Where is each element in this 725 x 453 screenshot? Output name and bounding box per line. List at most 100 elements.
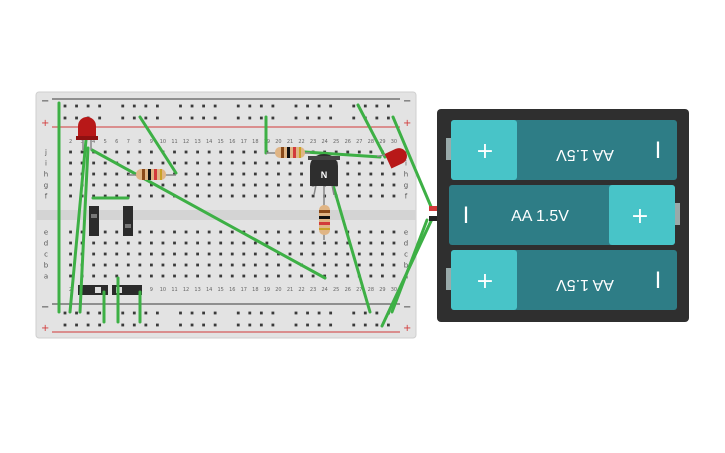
terminal-hole[interactable] xyxy=(381,183,384,187)
terminal-hole[interactable] xyxy=(300,274,303,278)
rail-hole[interactable] xyxy=(179,116,182,120)
terminal-hole[interactable] xyxy=(184,274,188,278)
terminal-hole[interactable] xyxy=(126,183,130,187)
terminal-hole[interactable] xyxy=(381,194,384,198)
terminal-hole[interactable] xyxy=(369,274,373,278)
terminal-hole[interactable] xyxy=(253,161,257,165)
terminal-hole[interactable] xyxy=(207,230,211,234)
terminal-hole[interactable] xyxy=(392,194,396,198)
terminal-hole[interactable] xyxy=(253,252,257,256)
terminal-hole[interactable] xyxy=(392,172,396,176)
terminal-hole[interactable] xyxy=(150,194,153,198)
terminal-hole[interactable] xyxy=(300,183,303,187)
rail-hole[interactable] xyxy=(329,116,333,120)
rail-hole[interactable] xyxy=(202,323,205,327)
rail-hole[interactable] xyxy=(75,323,78,327)
terminal-hole[interactable] xyxy=(92,172,96,176)
rail-hole[interactable] xyxy=(179,323,182,327)
terminal-hole[interactable] xyxy=(103,230,107,234)
terminal-hole[interactable] xyxy=(103,274,107,278)
rail-hole[interactable] xyxy=(375,311,379,315)
terminal-hole[interactable] xyxy=(184,150,188,154)
terminal-hole[interactable] xyxy=(173,252,176,256)
rail-hole[interactable] xyxy=(98,311,102,315)
terminal-hole[interactable] xyxy=(265,241,269,245)
rail-hole[interactable] xyxy=(144,104,148,108)
terminal-hole[interactable] xyxy=(126,263,130,267)
terminal-hole[interactable] xyxy=(288,161,292,165)
terminal-hole[interactable] xyxy=(92,194,96,198)
terminal-hole[interactable] xyxy=(115,263,119,267)
terminal-hole[interactable] xyxy=(369,263,373,267)
terminal-hole[interactable] xyxy=(126,150,130,154)
terminal-hole[interactable] xyxy=(288,241,292,245)
terminal-hole[interactable] xyxy=(173,161,176,165)
terminal-hole[interactable] xyxy=(115,241,119,245)
terminal-hole[interactable] xyxy=(184,172,188,176)
terminal-hole[interactable] xyxy=(277,194,280,198)
terminal-hole[interactable] xyxy=(150,263,153,267)
rail-hole[interactable] xyxy=(63,104,67,108)
rail-hole[interactable] xyxy=(202,311,205,315)
terminal-hole[interactable] xyxy=(357,161,361,165)
terminal-hole[interactable] xyxy=(80,150,84,154)
terminal-hole[interactable] xyxy=(219,150,223,154)
terminal-hole[interactable] xyxy=(150,230,153,234)
rail-hole[interactable] xyxy=(271,104,275,108)
terminal-hole[interactable] xyxy=(230,183,234,187)
rail-hole[interactable] xyxy=(121,104,125,108)
terminal-hole[interactable] xyxy=(115,172,119,176)
terminal-hole[interactable] xyxy=(392,274,396,278)
terminal-hole[interactable] xyxy=(381,263,384,267)
terminal-hole[interactable] xyxy=(369,161,373,165)
terminal-hole[interactable] xyxy=(219,230,223,234)
rail-hole[interactable] xyxy=(352,116,356,120)
rail-hole[interactable] xyxy=(363,311,367,315)
wire-led-to-ground[interactable] xyxy=(68,138,88,314)
rail-hole[interactable] xyxy=(352,311,356,315)
rail-hole[interactable] xyxy=(132,323,136,327)
terminal-hole[interactable] xyxy=(230,150,234,154)
terminal-hole[interactable] xyxy=(196,263,199,267)
rail-hole[interactable] xyxy=(98,104,102,108)
rail-hole[interactable] xyxy=(306,104,309,108)
terminal-hole[interactable] xyxy=(69,241,72,245)
terminal-hole[interactable] xyxy=(150,241,153,245)
wire-led-lower[interactable] xyxy=(78,146,90,314)
wires[interactable] xyxy=(57,101,434,328)
terminal-hole[interactable] xyxy=(265,230,269,234)
rail-hole[interactable] xyxy=(121,323,125,327)
terminal-hole[interactable] xyxy=(300,230,303,234)
terminal-hole[interactable] xyxy=(196,183,199,187)
rail-hole[interactable] xyxy=(144,323,148,327)
rail-hole[interactable] xyxy=(387,323,390,327)
rail-hole[interactable] xyxy=(329,311,333,315)
terminal-hole[interactable] xyxy=(357,241,361,245)
resistor-left[interactable] xyxy=(128,169,176,180)
terminal-hole[interactable] xyxy=(138,252,142,256)
rail-hole[interactable] xyxy=(317,323,321,327)
terminal-hole[interactable] xyxy=(138,161,142,165)
terminal-hole[interactable] xyxy=(92,183,96,187)
rail-hole[interactable] xyxy=(156,323,159,327)
terminal-hole[interactable] xyxy=(242,274,246,278)
terminal-hole[interactable] xyxy=(92,274,96,278)
resistor-top[interactable] xyxy=(266,147,310,158)
terminal-hole[interactable] xyxy=(138,194,142,198)
terminal-hole[interactable] xyxy=(173,241,176,245)
rail-hole[interactable] xyxy=(86,311,90,315)
rail-hole[interactable] xyxy=(63,116,67,120)
terminal-hole[interactable] xyxy=(161,241,165,245)
terminal-hole[interactable] xyxy=(150,252,153,256)
terminal-hole[interactable] xyxy=(196,172,199,176)
rail-hole[interactable] xyxy=(213,104,217,108)
terminal-hole[interactable] xyxy=(242,263,246,267)
terminal-hole[interactable] xyxy=(323,241,327,245)
rail-hole[interactable] xyxy=(190,323,194,327)
rail-hole[interactable] xyxy=(179,311,182,315)
terminal-hole[interactable] xyxy=(207,252,211,256)
terminal-hole[interactable] xyxy=(173,150,176,154)
terminal-hole[interactable] xyxy=(242,172,246,176)
rail-hole[interactable] xyxy=(190,311,194,315)
rail-hole[interactable] xyxy=(363,323,367,327)
